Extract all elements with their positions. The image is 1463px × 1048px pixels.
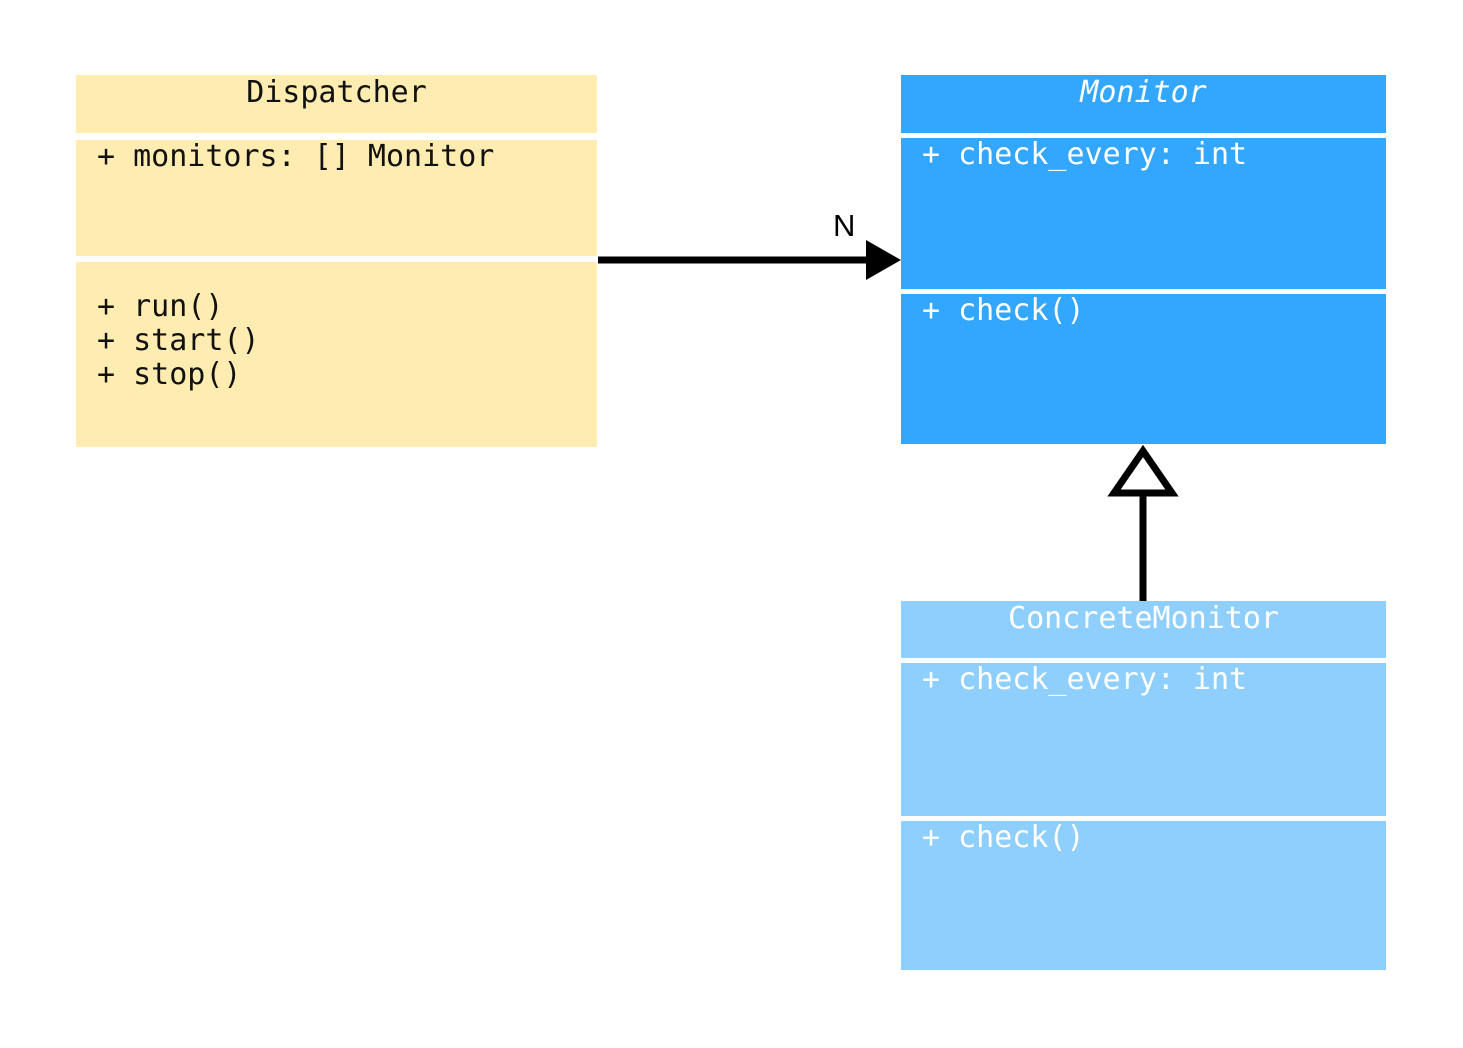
concretemonitor-class-name: ConcreteMonitor xyxy=(1008,601,1279,636)
dispatcher-method-2: + stop() xyxy=(97,357,242,392)
uml-class-monitor[interactable]: Monitor + check_every: int + check() xyxy=(901,75,1386,444)
dispatcher-methods-list: + run() + start() + stop() xyxy=(76,262,597,392)
concretemonitor-attributes-list: + check_every: int xyxy=(901,663,1386,697)
dispatcher-title-compartment: Dispatcher xyxy=(76,75,597,133)
concretemonitor-methods-list: + check() xyxy=(901,821,1386,855)
dispatcher-method-0: + run() xyxy=(97,289,224,324)
association-filled-arrowhead-icon xyxy=(866,240,901,280)
concretemonitor-attributes-compartment: + check_every: int xyxy=(901,663,1386,816)
dispatcher-attribute-0: + monitors: [] Monitor xyxy=(97,140,495,174)
monitor-class-name: Monitor xyxy=(1080,75,1207,110)
monitor-attributes-list: + check_every: int xyxy=(901,138,1386,172)
concretemonitor-methods-compartment: + check() xyxy=(901,821,1386,970)
dispatcher-class-name: Dispatcher xyxy=(246,75,427,110)
generalization-hollow-triangle-icon xyxy=(1107,444,1179,497)
uml-class-concretemonitor[interactable]: ConcreteMonitor + check_every: int + che… xyxy=(901,601,1386,970)
dispatcher-methods-compartment: + run() + start() + stop() xyxy=(76,262,597,447)
monitor-title-compartment: Monitor xyxy=(901,75,1386,133)
concretemonitor-title-compartment: ConcreteMonitor xyxy=(901,601,1386,658)
association-multiplicity-label: N xyxy=(833,208,856,243)
dispatcher-method-1: + start() xyxy=(97,323,260,358)
monitor-methods-list: + check() xyxy=(901,294,1386,328)
association-dispatcher-to-monitor xyxy=(598,240,901,280)
dispatcher-attributes-compartment: + monitors: [] Monitor xyxy=(76,140,597,256)
concretemonitor-method-0: + check() xyxy=(922,821,1085,855)
uml-class-dispatcher[interactable]: Dispatcher + monitors: [] Monitor + run(… xyxy=(76,75,597,447)
monitor-attribute-0: + check_every: int xyxy=(922,138,1248,172)
monitor-methods-compartment: + check() xyxy=(901,294,1386,444)
monitor-method-0: + check() xyxy=(922,294,1085,328)
concretemonitor-attribute-0: + check_every: int xyxy=(922,663,1248,697)
generalization-concretemonitor-to-monitor xyxy=(1107,444,1179,601)
dispatcher-attributes-list: + monitors: [] Monitor xyxy=(76,140,597,174)
monitor-attributes-compartment: + check_every: int xyxy=(901,138,1386,289)
